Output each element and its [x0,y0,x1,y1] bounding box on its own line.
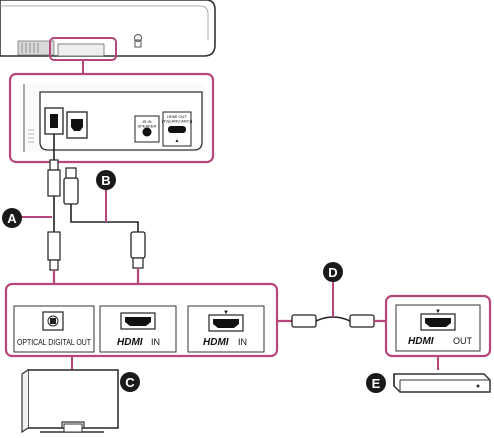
soundbar-body [0,0,216,57]
svg-text:A: A [7,211,17,226]
optical-jack [44,107,64,135]
hdmi-cable-icon [63,167,146,308]
callout-a: A [2,208,52,228]
svg-text:D: D [328,265,337,280]
hdmi-logo-2: HDMI [203,337,229,348]
hdmi-in-arrow-2: ▼ [223,310,229,316]
tv-icon [21,369,119,434]
hdmi-out-arrow: ▼ [435,309,441,315]
callout-b: B [96,170,116,222]
hdmi-out-tv-label: HDMI OUT(TV(eARC/ARC)) [162,114,193,124]
hdmi-in-port-2: ▼ HDMI IN [187,305,265,353]
hdmi-logo-out: HDMI [408,336,434,347]
source-device-panel: ▼ HDMI OUT [384,294,492,358]
hdmi-in-label-1: IN [151,337,160,347]
hdmi-in-label-2: IN [238,337,247,347]
hdmi-in-port-1: HDMI IN [99,305,177,353]
svg-text:C: C [125,375,135,390]
optical-digital-out-label: OPTICAL DIGITAL OUT [17,337,91,347]
tv-rear-panel: OPTICAL DIGITAL OUT HDMI IN ▼ HDMI IN [4,282,279,358]
callout-c: C [120,372,140,392]
media-player-icon [393,373,491,393]
hdmi-logo-1: HDMI [117,337,143,348]
hdmi-out-arrow: ▲ [175,138,180,144]
svg-text:B: B [101,173,110,188]
hdmi-out-tv-jack: HDMI OUT(TV(eARC/ARC)) ▲ [162,111,193,147]
optical-digital-out-port: OPTICAL DIGITAL OUT [13,305,95,353]
svg-text:E: E [372,376,381,391]
hdmi-out-label: OUT [453,336,473,346]
lock-icon [134,34,142,48]
callout-e: E [366,373,386,393]
hdmi-arc-jack [66,111,88,139]
callout-d: D [323,262,343,317]
optical-cable-icon [47,134,61,308]
